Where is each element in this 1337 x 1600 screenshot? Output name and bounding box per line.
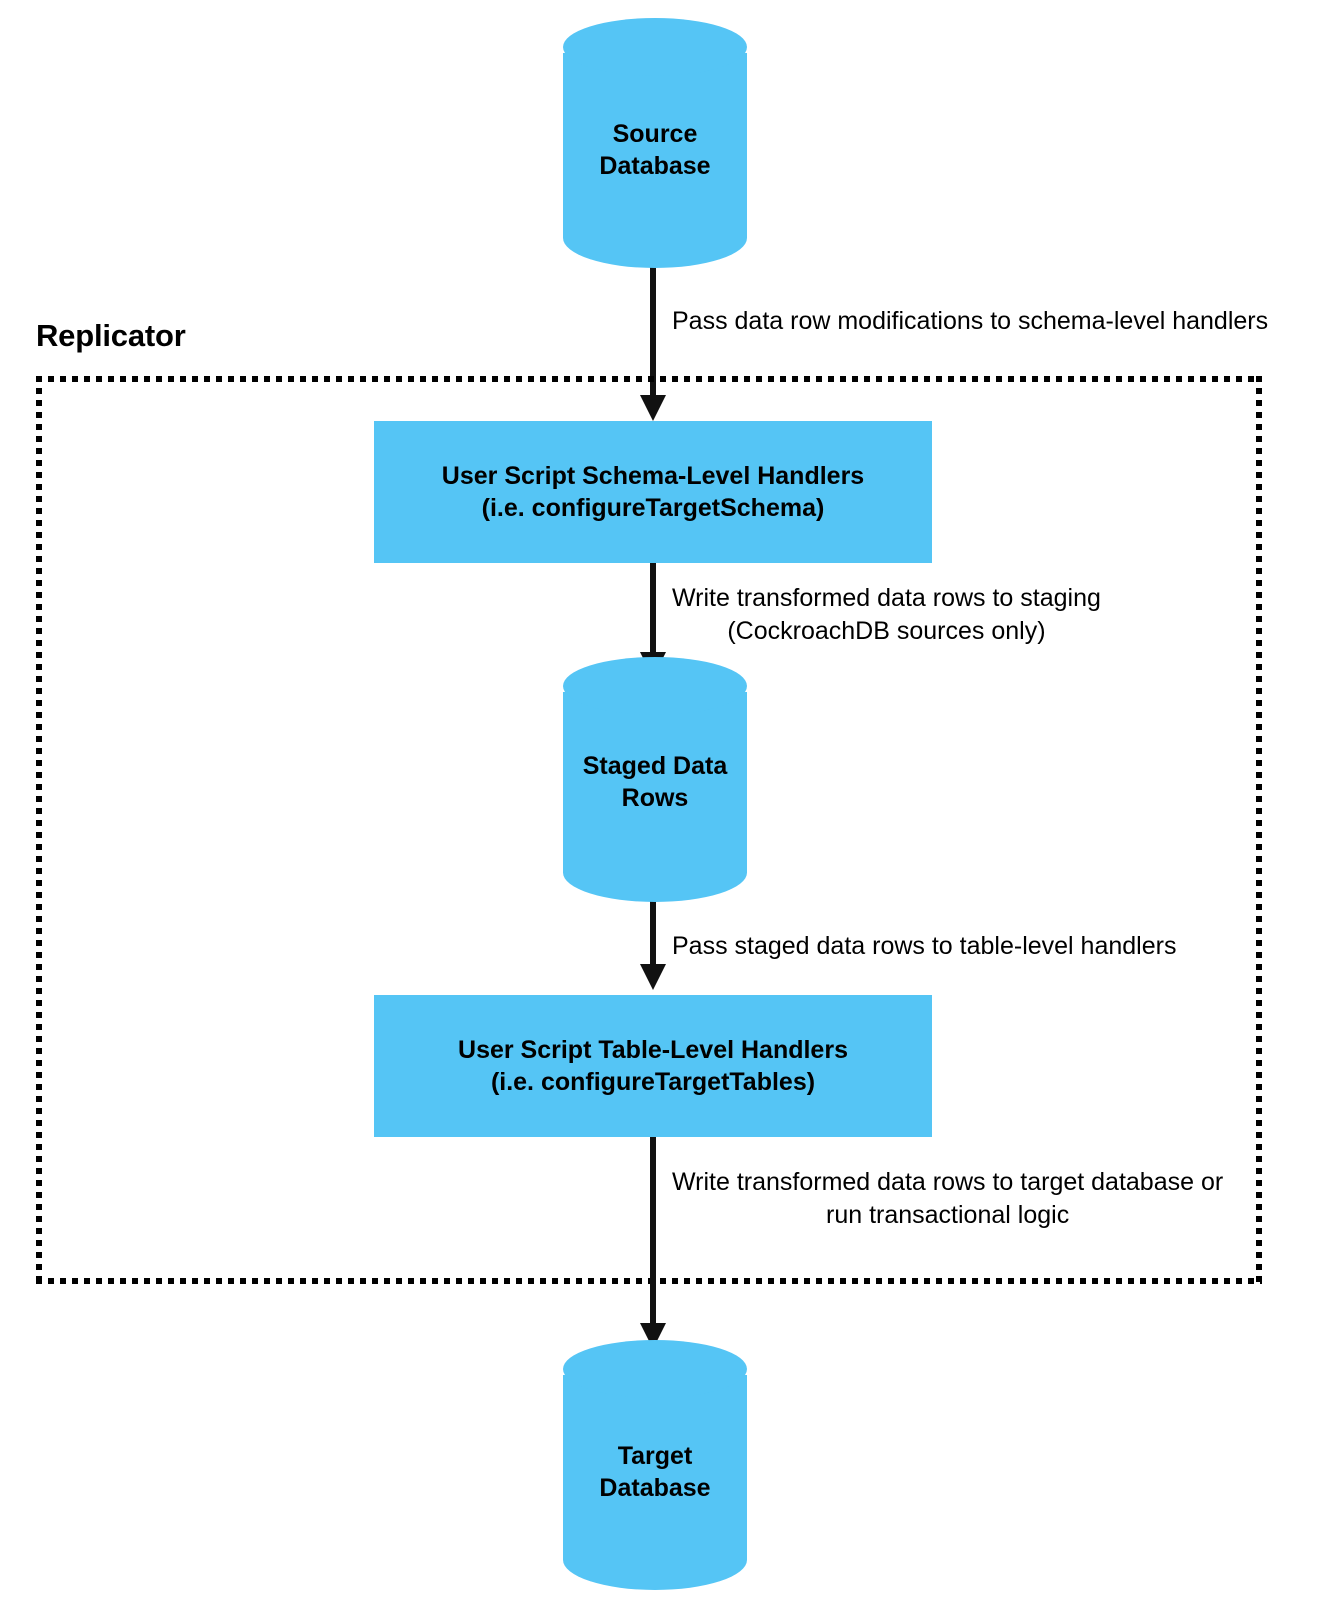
node-label-table-handlers: User Script Table-Level Handlers (i.e. c… (458, 1034, 848, 1099)
boundary-edge-bottom (36, 1278, 1262, 1284)
edge-label-table-to-target: Write transformed data rows to target da… (672, 1166, 1223, 1231)
edge-label-line-1: Pass data row modifications to schema-le… (672, 307, 1269, 335)
node-label-schema-handlers: User Script Schema-Level Handlers (i.e. … (442, 460, 864, 525)
arrow-head (640, 395, 666, 421)
replicator-boundary (36, 376, 1262, 1284)
arrow-table-to-target (640, 1137, 666, 1349)
cylinder-body (563, 692, 747, 902)
edge-label-line-1: Pass staged data rows to table-level han… (672, 932, 1177, 960)
node-target-database: Target Database (563, 1340, 747, 1590)
boundary-edge-top (36, 376, 1262, 382)
node-staged-data-rows: Staged Data Rows (563, 657, 747, 902)
boundary-edge-right (1256, 376, 1262, 1284)
node-label-target-database: Target Database (563, 1440, 747, 1504)
node-label-staged-data-rows: Staged Data Rows (563, 750, 747, 814)
arrow-shaft (650, 1137, 656, 1323)
cylinder-top-ellipse (563, 1340, 747, 1398)
node-label-line-1: Staged Data (582, 752, 728, 780)
node-label-line-2: Database (599, 152, 711, 180)
node-label-source-database: Source Database (563, 118, 747, 182)
edge-label-staged-to-table: Pass staged data rows to table-level han… (672, 930, 1176, 963)
edge-label-line-2: run transactional logic (826, 1200, 1070, 1229)
arrow-source-to-schema (640, 267, 666, 421)
boundary-edge-left (36, 376, 42, 1284)
node-label-line-2: (i.e. configureTargetSchema) (481, 494, 825, 522)
cylinder-body (563, 53, 747, 268)
node-label-line-1: Source (612, 120, 698, 148)
node-label-line-2: (i.e. configureTargetTables) (490, 1068, 816, 1096)
node-label-line-1: User Script Table-Level Handlers (458, 1035, 848, 1064)
node-label-line-2: Rows (621, 784, 689, 812)
arrow-shaft (650, 563, 656, 652)
node-label-line-1: Target (617, 1442, 693, 1470)
cylinder-top-ellipse (563, 18, 747, 76)
node-source-database: Source Database (563, 18, 747, 268)
arrow-head (640, 964, 666, 990)
node-label-line-1: User Script Schema-Level Handlers (441, 461, 865, 490)
node-schema-handlers: User Script Schema-Level Handlers (i.e. … (374, 421, 932, 563)
arrow-shaft (650, 901, 656, 964)
cylinder-top-ellipse (563, 657, 747, 715)
replicator-title: Replicator (36, 318, 186, 353)
edge-label-schema-to-staged: Write transformed data rows to staging (… (672, 582, 1101, 647)
node-table-handlers: User Script Table-Level Handlers (i.e. c… (374, 995, 932, 1137)
node-label-line-2: Database (599, 1474, 711, 1502)
edge-label-line-1: Write transformed data rows to staging (672, 584, 1101, 612)
edge-label-line-2: (CockroachDB sources only) (727, 616, 1046, 645)
edge-label-line-1: Write transformed data rows to target da… (672, 1168, 1224, 1196)
edge-label-source-to-schema: Pass data row modifications to schema-le… (672, 305, 1268, 338)
arrow-staged-to-table (640, 901, 666, 990)
cylinder-body (563, 1375, 747, 1590)
arrow-shaft (650, 267, 656, 395)
